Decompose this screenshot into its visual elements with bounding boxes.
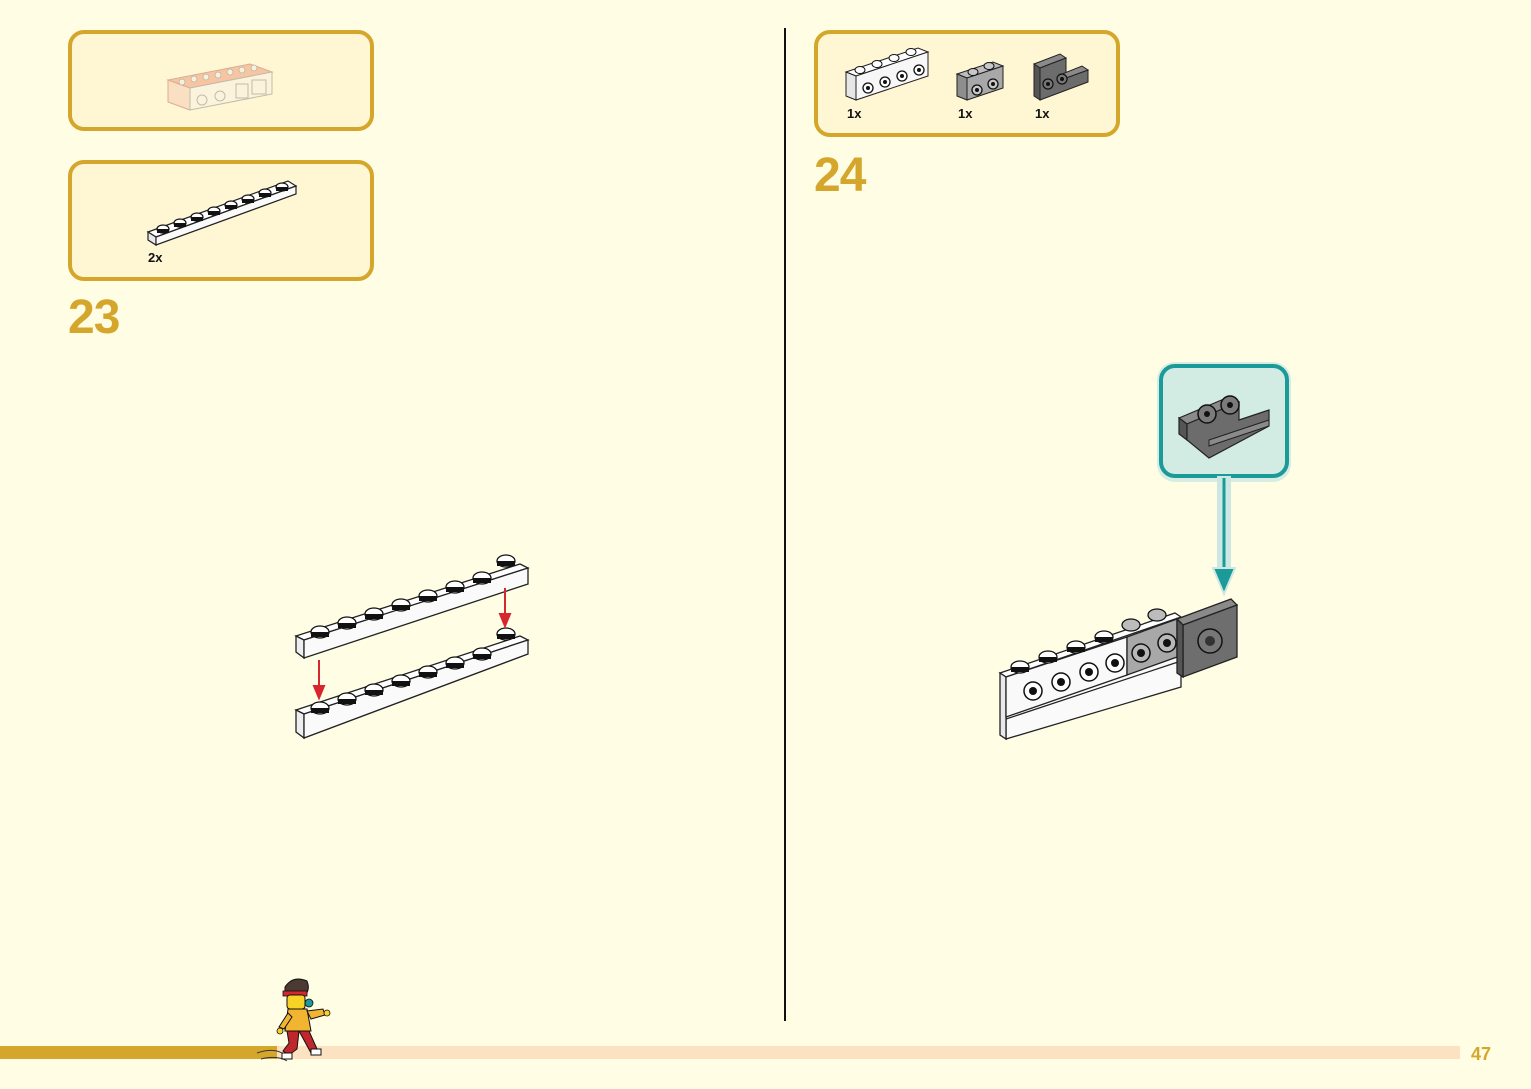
part-quantity: 1x bbox=[958, 106, 973, 121]
bracket-callout bbox=[1157, 362, 1291, 597]
previous-assembly-preview-icon bbox=[166, 63, 274, 111]
brick-1x2-studs-on-side-gray-icon bbox=[955, 61, 1005, 101]
previous-submodel-callout bbox=[68, 30, 374, 131]
part-quantity: 1x bbox=[847, 106, 862, 121]
step-23-assembly-illustration bbox=[294, 554, 530, 740]
progress-bar-track bbox=[0, 1046, 1460, 1059]
page-number: 47 bbox=[1470, 1044, 1491, 1064]
running-minifigure-icon bbox=[256, 978, 331, 1062]
bracket-1x2-2x2-dark-gray-icon bbox=[1032, 53, 1090, 101]
bracket-dark-gray-icon bbox=[1177, 395, 1270, 459]
step-number-23: 23 bbox=[68, 291, 120, 344]
step-number-24: 24 bbox=[814, 149, 866, 202]
progress-bar-fill bbox=[0, 1046, 278, 1059]
page-divider bbox=[784, 28, 786, 1021]
part-quantity: 1x bbox=[1035, 106, 1050, 121]
brick-1x4-studs-on-side-white-icon bbox=[844, 47, 930, 101]
plate-1x8-white-icon bbox=[146, 180, 298, 247]
part-quantity: 2x bbox=[148, 250, 163, 265]
step-24-assembly-illustration bbox=[998, 598, 1239, 741]
